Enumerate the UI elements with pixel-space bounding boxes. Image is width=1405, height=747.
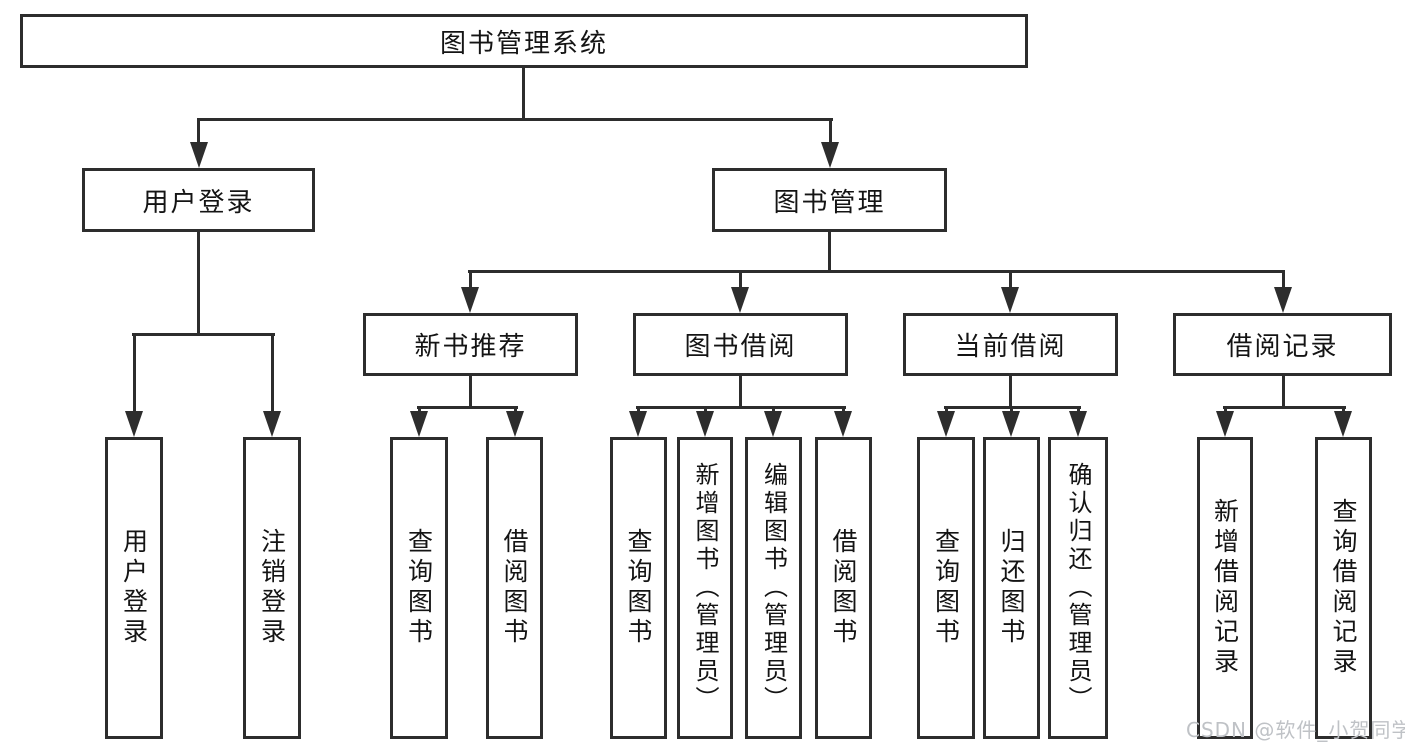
- node-user-login: 用户登录: [82, 168, 315, 232]
- edge-line: [739, 374, 742, 409]
- node-current-borrow: 当前借阅: [903, 313, 1118, 376]
- leaf-logout: 注销登录: [243, 437, 301, 739]
- leaf-label: 新增借阅记录: [1210, 498, 1240, 678]
- leaf-label: 查询图书: [624, 528, 653, 648]
- leaf-query-books-current: 查询图书: [917, 437, 975, 739]
- arrow-down-icon: [410, 411, 428, 437]
- edge-line: [1010, 406, 1013, 414]
- node-label: 借阅记录: [1226, 332, 1339, 362]
- edge-line: [1077, 406, 1080, 414]
- edge-line: [828, 231, 831, 273]
- edge-line: [132, 333, 275, 336]
- leaf-add-borrow-record: 新增借阅记录: [1197, 437, 1253, 739]
- leaf-label: 借阅图书: [500, 528, 529, 648]
- edge-line: [417, 406, 518, 409]
- leaf-label: 借阅图书: [829, 528, 858, 648]
- node-label: 图书借阅: [684, 332, 797, 362]
- arrow-down-icon: [1001, 287, 1019, 313]
- edge-line: [772, 406, 775, 414]
- node-root-label: 图书管理系统: [439, 28, 608, 59]
- edge-line: [945, 406, 948, 414]
- edge-line: [197, 231, 200, 336]
- arrow-down-icon: [629, 411, 647, 437]
- leaf-edit-book-admin: 编辑图书（管理员）: [745, 437, 802, 739]
- edge-line: [1342, 406, 1345, 414]
- node-new-book-recommend: 新书推荐: [363, 313, 578, 376]
- leaf-label: 确认归还（管理员）: [1064, 462, 1092, 714]
- arrow-down-icon: [696, 411, 714, 437]
- leaf-label: 编辑图书（管理员）: [759, 462, 788, 714]
- edge-line: [842, 406, 845, 414]
- edge-line: [418, 406, 421, 414]
- leaf-borrow-books-borrow: 借阅图书: [815, 437, 872, 739]
- leaf-confirm-return-admin: 确认归还（管理员）: [1048, 437, 1108, 739]
- edge-line: [1282, 270, 1285, 290]
- node-book-management: 图书管理: [712, 168, 947, 232]
- edge-line: [271, 333, 274, 413]
- arrow-down-icon: [190, 142, 208, 168]
- node-book-borrow: 图书借阅: [633, 313, 848, 376]
- leaf-query-borrow-record: 查询借阅记录: [1315, 437, 1372, 739]
- arrow-down-icon: [1002, 411, 1020, 437]
- edge-line: [1009, 270, 1012, 290]
- leaf-query-books-borrow: 查询图书: [610, 437, 667, 739]
- edge-line: [636, 406, 846, 409]
- leaf-return-book: 归还图书: [983, 437, 1040, 739]
- arrow-down-icon: [731, 287, 749, 313]
- arrow-down-icon: [1274, 287, 1292, 313]
- arrow-down-icon: [1069, 411, 1087, 437]
- leaf-label: 查询图书: [404, 528, 434, 648]
- edge-line: [637, 406, 640, 414]
- arrow-down-icon: [506, 411, 524, 437]
- node-root: 图书管理系统: [20, 14, 1028, 68]
- edge-line: [468, 270, 1285, 273]
- edge-line: [197, 118, 200, 146]
- edge-line: [1224, 406, 1227, 414]
- edge-line: [739, 270, 742, 290]
- arrow-down-icon: [125, 411, 143, 437]
- edge-line: [704, 406, 707, 414]
- node-label: 用户登录: [142, 187, 255, 218]
- edge-line: [1009, 374, 1012, 409]
- edge-line: [522, 66, 525, 121]
- leaf-label: 查询借阅记录: [1329, 498, 1358, 678]
- arrow-down-icon: [263, 411, 281, 437]
- edge-line: [197, 118, 833, 121]
- edge-line: [514, 406, 517, 414]
- node-borrow-records: 借阅记录: [1173, 313, 1392, 376]
- edge-line: [1282, 374, 1285, 409]
- arrow-down-icon: [821, 142, 839, 168]
- leaf-borrow-books-recommend: 借阅图书: [486, 437, 543, 739]
- arrow-down-icon: [937, 411, 955, 437]
- arrow-down-icon: [1334, 411, 1352, 437]
- leaf-label: 归还图书: [997, 528, 1026, 648]
- edge-line: [1223, 406, 1346, 409]
- leaf-label: 注销登录: [257, 528, 287, 648]
- node-label: 当前借阅: [954, 332, 1067, 362]
- node-label: 图书管理: [773, 187, 886, 218]
- edge-line: [133, 333, 136, 413]
- leaf-query-books-recommend: 查询图书: [390, 437, 448, 739]
- leaf-label: 用户登录: [119, 528, 149, 648]
- arrow-down-icon: [461, 287, 479, 313]
- leaf-label: 新增图书（管理员）: [691, 462, 719, 714]
- edge-line: [829, 118, 832, 146]
- watermark: CSDN @软件_小贺同学: [1186, 718, 1405, 742]
- edge-line: [469, 374, 472, 409]
- arrow-down-icon: [834, 411, 852, 437]
- leaf-user-login: 用户登录: [105, 437, 163, 739]
- edge-line: [469, 270, 472, 290]
- leaf-label: 查询图书: [931, 528, 961, 648]
- arrow-down-icon: [764, 411, 782, 437]
- leaf-add-book-admin: 新增图书（管理员）: [677, 437, 733, 739]
- arrow-down-icon: [1216, 411, 1234, 437]
- node-label: 新书推荐: [414, 332, 527, 362]
